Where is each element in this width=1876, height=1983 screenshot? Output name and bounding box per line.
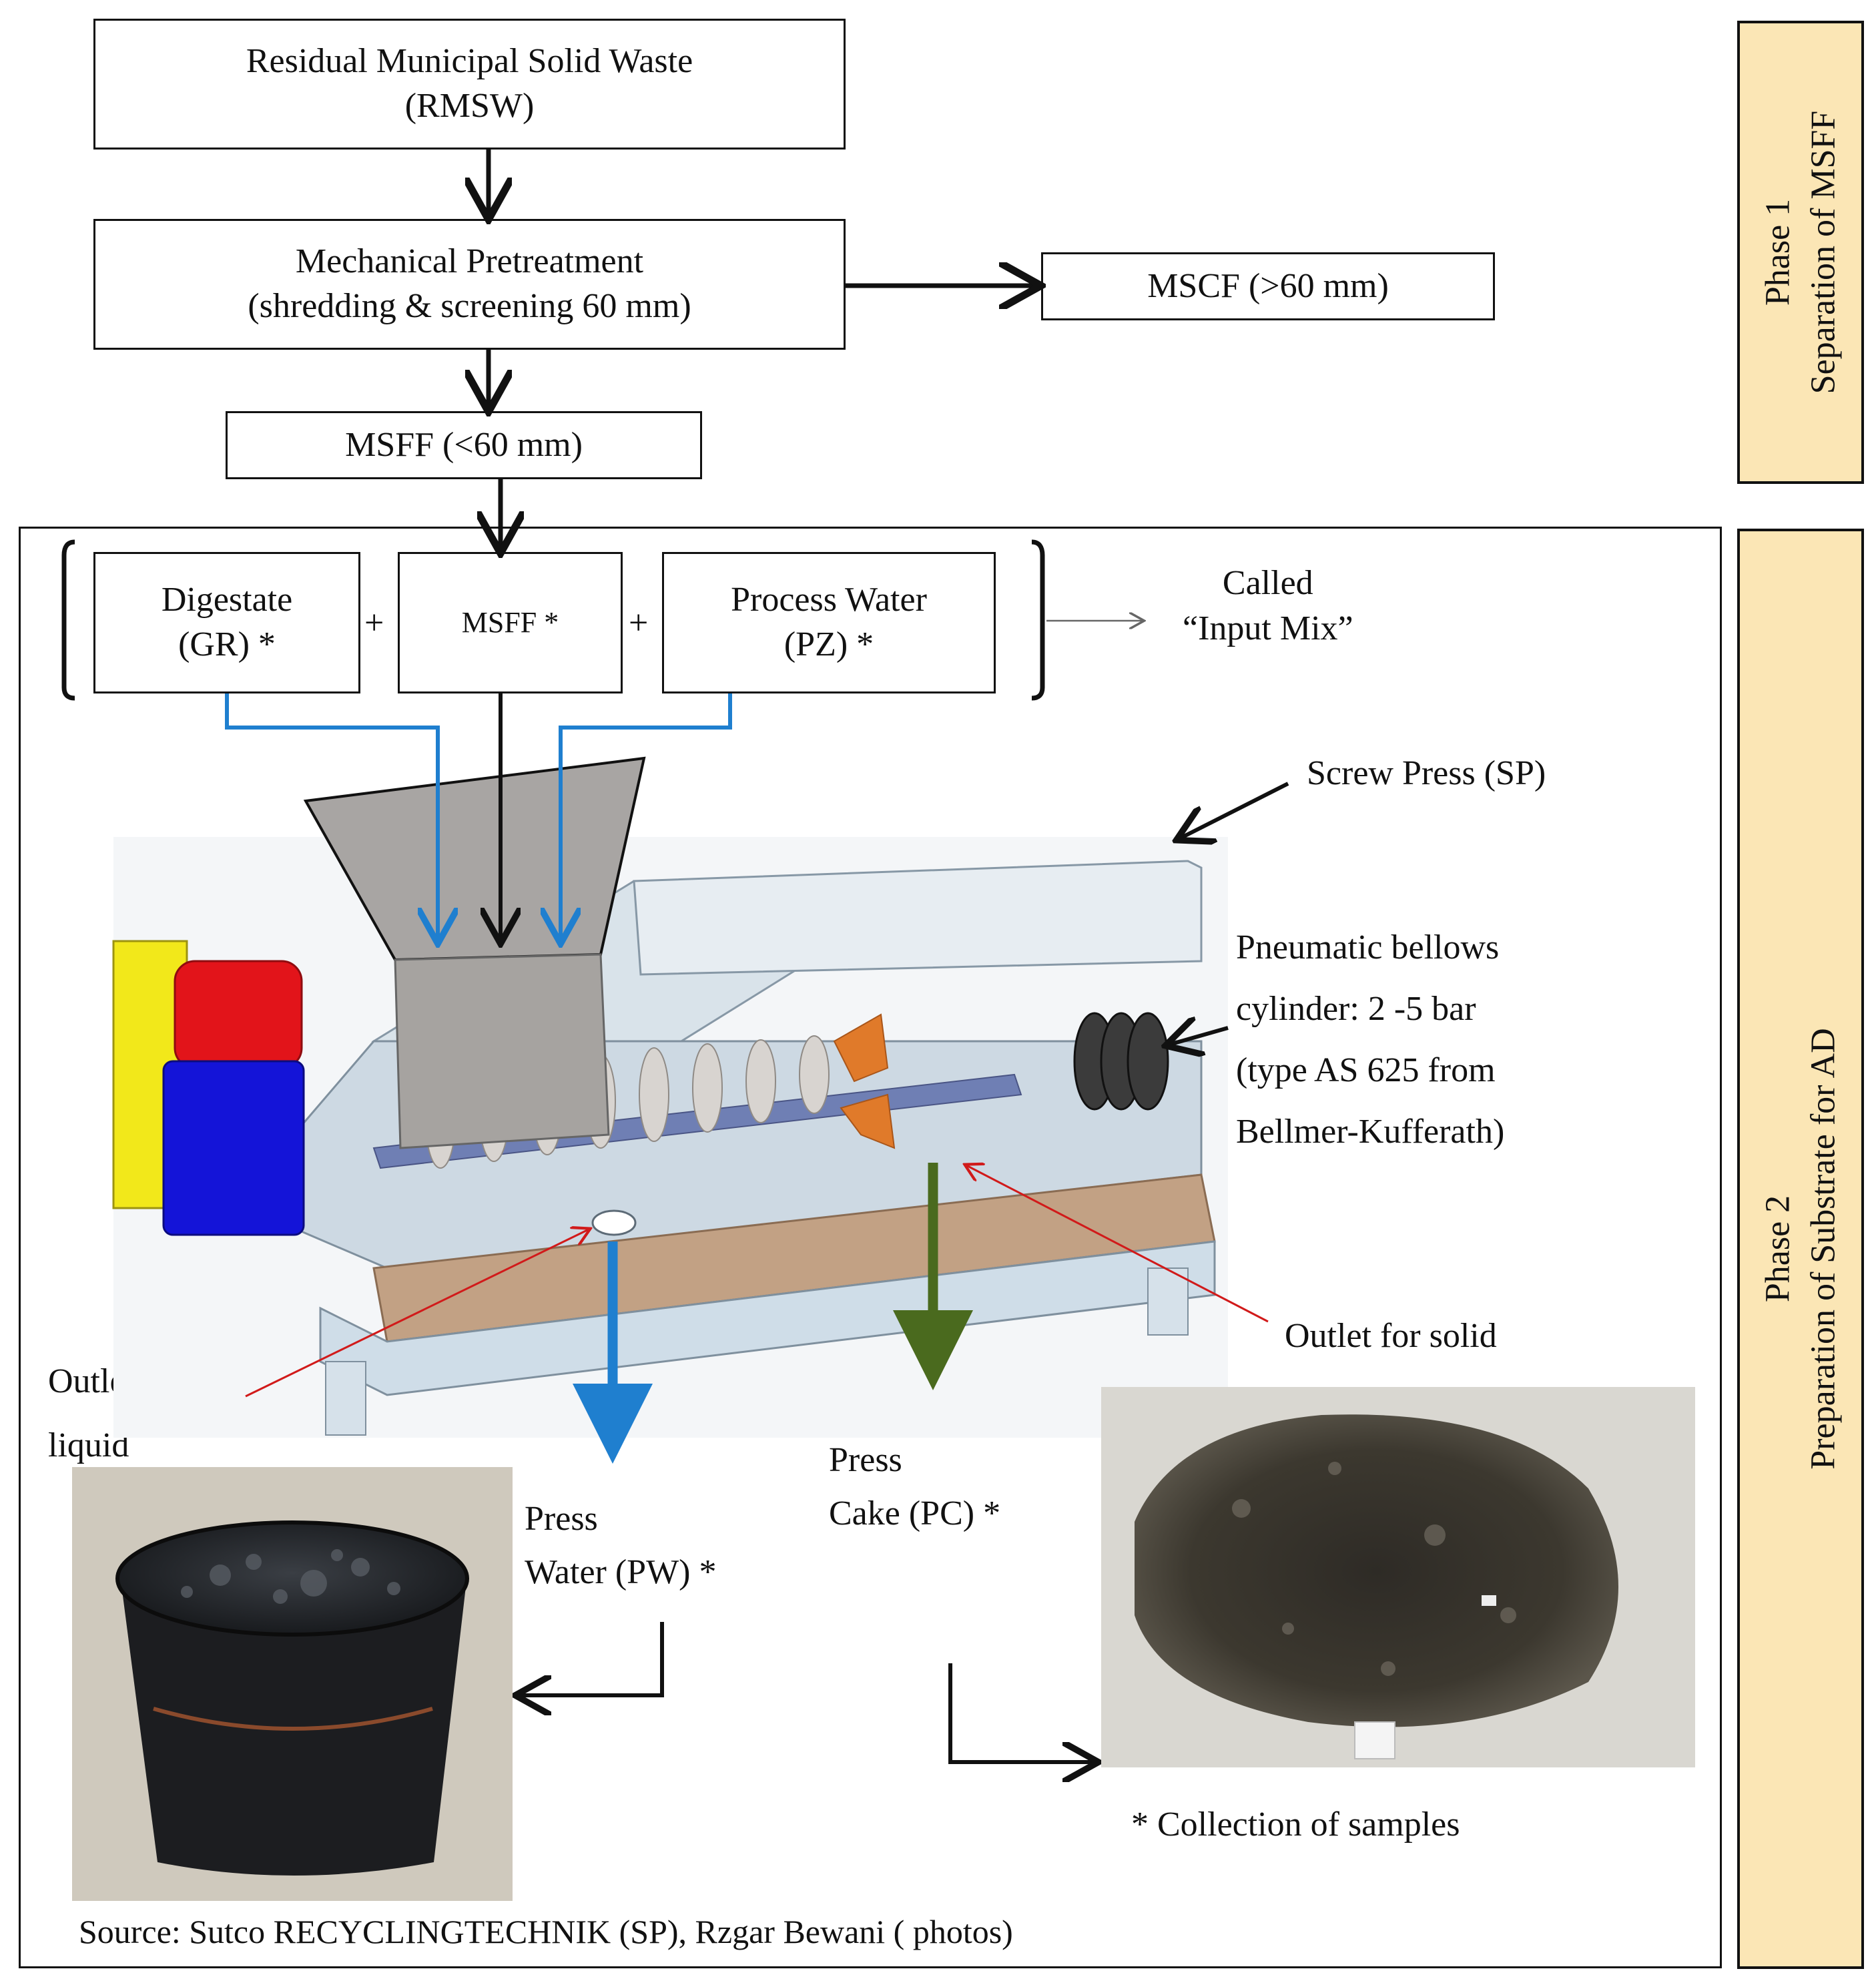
- rmsw-line2: (RMSW): [404, 87, 535, 125]
- outlet-liquid-pointer: [245, 1229, 589, 1398]
- screw-press-label: Screw Press (SP): [1307, 754, 1546, 792]
- press-water-label: Press Water (PW) *: [525, 1492, 716, 1599]
- msff-input-label: MSFF *: [461, 605, 559, 639]
- press-cake-photo: [1101, 1387, 1695, 1767]
- process-water-flow-line: [561, 693, 732, 940]
- process-water-line1: Process Water: [731, 581, 927, 619]
- mscf-box: MSCF (>60 mm): [1041, 252, 1495, 320]
- digestate-line2: (GR) *: [178, 625, 276, 663]
- press-water-photo: [72, 1467, 513, 1901]
- mech-line1: Mechanical Pretreatment: [295, 242, 644, 281]
- bellows-pointer: [1169, 1028, 1229, 1045]
- digestate-flow-line: [225, 693, 438, 940]
- msff-box: MSFF (<60 mm): [226, 411, 702, 479]
- press-water-to-photo-arrow: [519, 1622, 664, 1695]
- press-cake-label: Press Cake (PC) *: [829, 1434, 1000, 1540]
- process-water-box: Process Water (PZ) *: [662, 552, 996, 693]
- bellows-line1: Pneumatic bellows: [1236, 928, 1500, 966]
- mscf-label: MSCF (>60 mm): [1147, 266, 1389, 305]
- rmsw-box: Residual Municipal Solid Waste (RMSW): [93, 19, 846, 150]
- phase2-frame: [19, 527, 1722, 1968]
- called-text: Called “Input Mix”: [1183, 561, 1353, 651]
- bellows-line2: cylinder: 2 -5 bar: [1236, 990, 1476, 1028]
- outlet-solid-label: Outlet for solid: [1285, 1317, 1497, 1355]
- phase2-panel: Phase 2 Preparation of Substrate for AD: [1737, 529, 1864, 1969]
- collection-note: * Collection of samples: [1131, 1805, 1460, 1844]
- screw-press-drawing: [112, 756, 1228, 1438]
- msff-label: MSFF (<60 mm): [345, 425, 583, 464]
- called-line2: “Input Mix”: [1183, 609, 1353, 647]
- bellows-line3: (type AS 625 from: [1236, 1051, 1496, 1089]
- called-line1: Called: [1222, 564, 1313, 602]
- digestate-line1: Digestate: [161, 581, 293, 619]
- plus-1: +: [364, 604, 384, 642]
- screw-press-pointer: [1180, 782, 1289, 838]
- press-cake-to-photo-arrow: [948, 1663, 1095, 1762]
- msff-input-box: MSFF *: [398, 552, 623, 693]
- process-water-line2: (PZ) *: [784, 625, 874, 663]
- bellows-label: Pneumatic bellows cylinder: 2 -5 bar (ty…: [1236, 917, 1504, 1163]
- outlet-solid-pointer: [966, 1165, 1269, 1323]
- plus-2: +: [629, 604, 649, 642]
- phase1-panel: Phase 1 Separation of MSFF: [1737, 21, 1864, 484]
- rmsw-line1: Residual Municipal Solid Waste: [246, 42, 693, 81]
- left-bracket: [61, 539, 75, 701]
- digestate-box: Digestate (GR) *: [93, 552, 360, 693]
- press-water-line1: Press: [525, 1500, 598, 1538]
- press-water-line2: Water (PW) *: [525, 1553, 717, 1591]
- bellows-line4: Bellmer-Kufferath): [1236, 1113, 1505, 1151]
- source-credit: Source: Sutco RECYCLINGTECHNIK (SP), Rzg…: [79, 1913, 1013, 1950]
- press-cake-line2: Cake (PC) *: [829, 1494, 1001, 1532]
- right-bracket: [1031, 539, 1045, 701]
- mech-line2: (shredding & screening 60 mm): [248, 287, 691, 325]
- press-cake-line1: Press: [829, 1441, 902, 1479]
